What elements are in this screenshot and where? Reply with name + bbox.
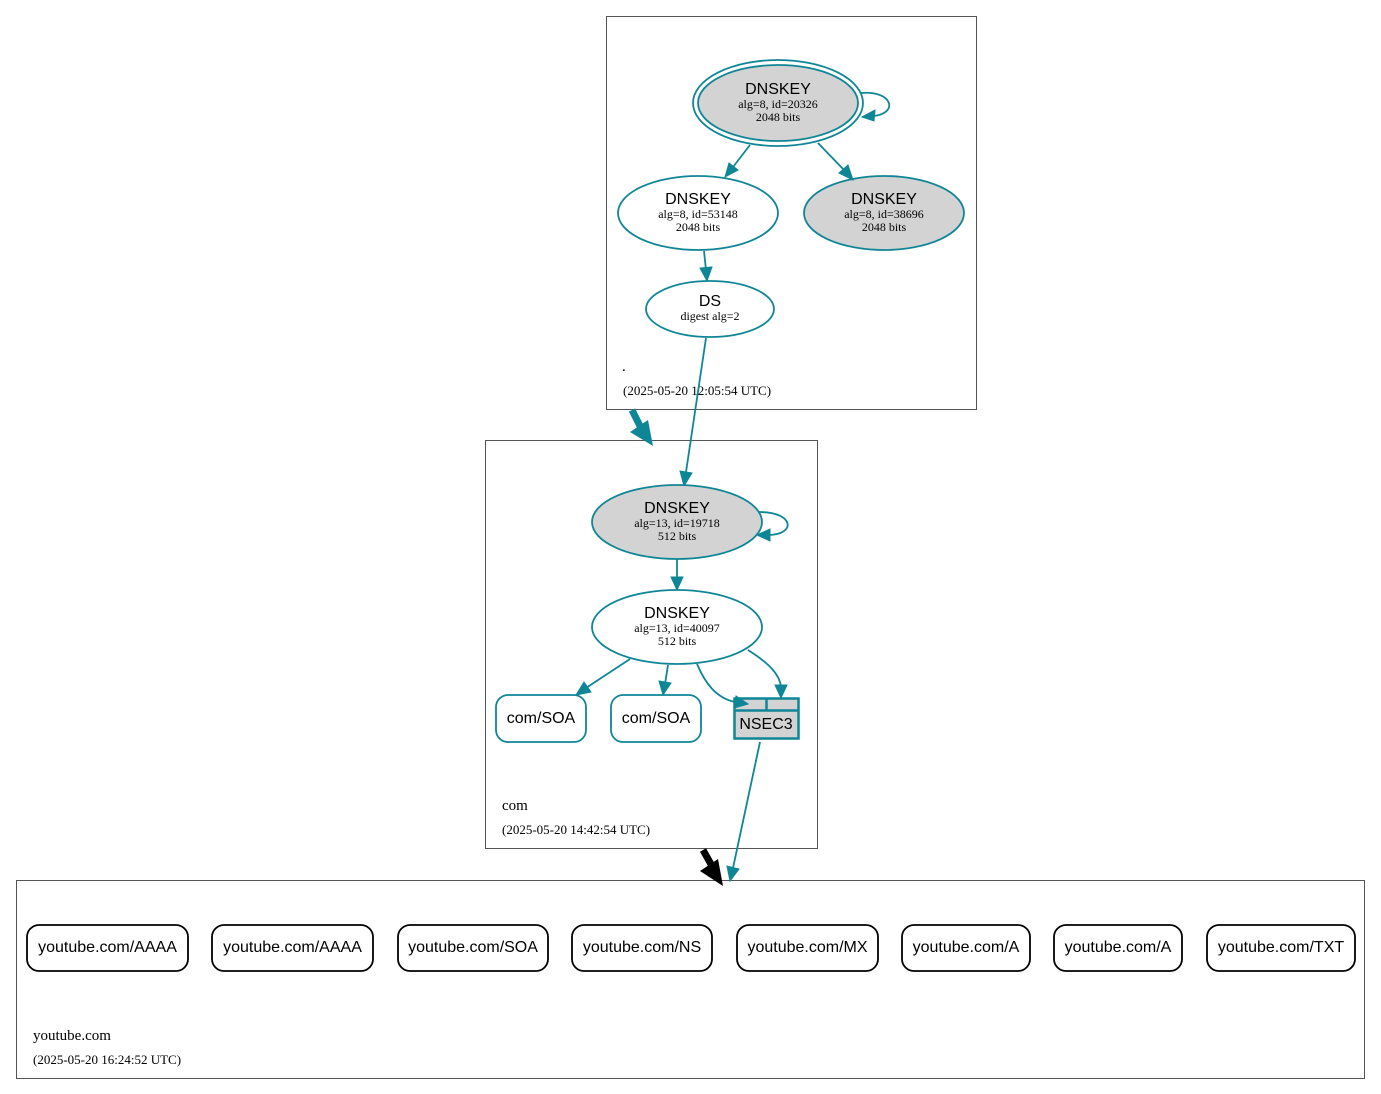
arrowhead bbox=[755, 528, 771, 542]
edge-ksk-to-zsk bbox=[732, 144, 751, 168]
arrowhead bbox=[658, 680, 672, 697]
com-zsk-node[interactable]: DNSKEY alg=13, id=40097 512 bits bbox=[591, 589, 763, 665]
nsec3-label: NSEC3 bbox=[739, 716, 792, 733]
zone-root bbox=[606, 16, 977, 410]
edge-com-zsk-to-soa1 bbox=[585, 658, 631, 689]
ds-node[interactable]: DS digest alg=2 bbox=[645, 280, 775, 338]
arrowhead bbox=[774, 684, 788, 700]
arrowhead bbox=[724, 162, 739, 179]
com-zsk-detail: alg=13, id=40097 bbox=[634, 621, 720, 635]
root-ksk-size: 2048 bits bbox=[756, 110, 801, 124]
arrowhead bbox=[670, 576, 684, 592]
delegation-com-youtube-shaft bbox=[699, 848, 716, 868]
youtube-record-label-4: youtube.com/NS bbox=[583, 939, 701, 956]
delegation-root-com-arrowhead bbox=[630, 420, 653, 446]
edge-nsec3-to-youtube bbox=[732, 741, 761, 869]
delegation-com-youtube-arrowhead bbox=[700, 859, 723, 886]
com-ksk-self-edge bbox=[758, 511, 789, 536]
root-zsk-detail: alg=8, id=53148 bbox=[658, 207, 738, 221]
root-zsk-size: 2048 bits bbox=[676, 220, 721, 234]
com-soa-label-1: com/SOA bbox=[507, 710, 576, 727]
youtube-zone-name: youtube.com bbox=[33, 1028, 111, 1044]
youtube-record-7[interactable]: youtube.com/A bbox=[1053, 924, 1183, 972]
root-zone-timestamp: (2025-05-20 12:05:54 UTC) bbox=[623, 383, 771, 398]
root-ksk-title: DNSKEY bbox=[745, 81, 811, 98]
arrowhead bbox=[860, 109, 876, 122]
com-ksk-node[interactable]: DNSKEY alg=13, id=19718 512 bits bbox=[591, 484, 763, 560]
youtube-zone-timestamp: (2025-05-20 16:24:52 UTC) bbox=[33, 1052, 181, 1067]
root-zsk-title: DNSKEY bbox=[665, 191, 731, 208]
edge-com-zsk-to-soa2 bbox=[664, 664, 669, 685]
com-zsk-title: DNSKEY bbox=[644, 605, 710, 622]
youtube-record-label-3: youtube.com/SOA bbox=[408, 939, 538, 956]
com-ksk-detail: alg=13, id=19718 bbox=[634, 516, 720, 530]
com-soa-record-1[interactable]: com/SOA bbox=[495, 694, 587, 743]
root-ksk-detail: alg=8, id=20326 bbox=[738, 97, 818, 111]
root-zsk-node[interactable]: DNSKEY alg=8, id=53148 2048 bits bbox=[617, 175, 779, 251]
com-zone-timestamp: (2025-05-20 14:42:54 UTC) bbox=[502, 822, 650, 837]
com-soa-label-2: com/SOA bbox=[622, 710, 691, 727]
root-key2-node[interactable]: DNSKEY alg=8, id=38696 2048 bits bbox=[803, 175, 965, 251]
nsec3-node[interactable]: NSEC3 bbox=[733, 697, 800, 740]
youtube-record-5[interactable]: youtube.com/MX bbox=[736, 924, 879, 972]
root-ksk-node[interactable]: DNSKEY alg=8, id=20326 2048 bits bbox=[692, 59, 864, 147]
youtube-record-label-8: youtube.com/TXT bbox=[1218, 939, 1345, 956]
arrowhead bbox=[733, 695, 750, 709]
arrowhead bbox=[574, 681, 592, 696]
youtube-record-3[interactable]: youtube.com/SOA bbox=[397, 924, 549, 972]
zone-youtube bbox=[16, 880, 1365, 1079]
youtube-record-label-5: youtube.com/MX bbox=[747, 939, 867, 956]
com-ksk-title: DNSKEY bbox=[644, 500, 710, 517]
edge-com-zsk-to-nsec3-a bbox=[696, 663, 736, 703]
root-key2-size: 2048 bits bbox=[862, 220, 907, 234]
youtube-record-label-7: youtube.com/A bbox=[1065, 939, 1172, 956]
edge-ds-to-com-ksk bbox=[685, 337, 707, 473]
youtube-record-8[interactable]: youtube.com/TXT bbox=[1206, 924, 1356, 972]
edge-ksk-to-key2 bbox=[817, 142, 845, 171]
arrowhead bbox=[838, 164, 854, 181]
youtube-record-2[interactable]: youtube.com/AAAA bbox=[211, 924, 374, 972]
youtube-record-label-1: youtube.com/AAAA bbox=[38, 939, 177, 956]
edge-com-zsk-to-nsec3-b bbox=[747, 649, 782, 688]
youtube-record-label-2: youtube.com/AAAA bbox=[223, 939, 362, 956]
arrowhead bbox=[679, 470, 693, 488]
com-soa-record-2[interactable]: com/SOA bbox=[610, 694, 702, 743]
delegation-root-com-shaft bbox=[628, 408, 645, 430]
ds-title: DS bbox=[699, 293, 721, 310]
edge-zsk-to-ds bbox=[703, 250, 707, 271]
youtube-record-1[interactable]: youtube.com/AAAA bbox=[26, 924, 189, 972]
youtube-record-label-6: youtube.com/A bbox=[913, 939, 1020, 956]
com-zsk-size: 512 bits bbox=[658, 634, 697, 648]
youtube-record-4[interactable]: youtube.com/NS bbox=[571, 924, 713, 972]
youtube-record-6[interactable]: youtube.com/A bbox=[901, 924, 1031, 972]
com-ksk-size: 512 bits bbox=[658, 529, 697, 543]
com-zone-name: com bbox=[502, 798, 528, 814]
root-key2-detail: alg=8, id=38696 bbox=[844, 207, 924, 221]
ds-detail: digest alg=2 bbox=[680, 309, 739, 323]
root-ksk-self-edge bbox=[859, 91, 890, 117]
arrowhead bbox=[699, 266, 713, 283]
root-key2-title: DNSKEY bbox=[851, 191, 917, 208]
arrowhead bbox=[726, 865, 740, 883]
root-zone-name: . bbox=[622, 359, 626, 375]
